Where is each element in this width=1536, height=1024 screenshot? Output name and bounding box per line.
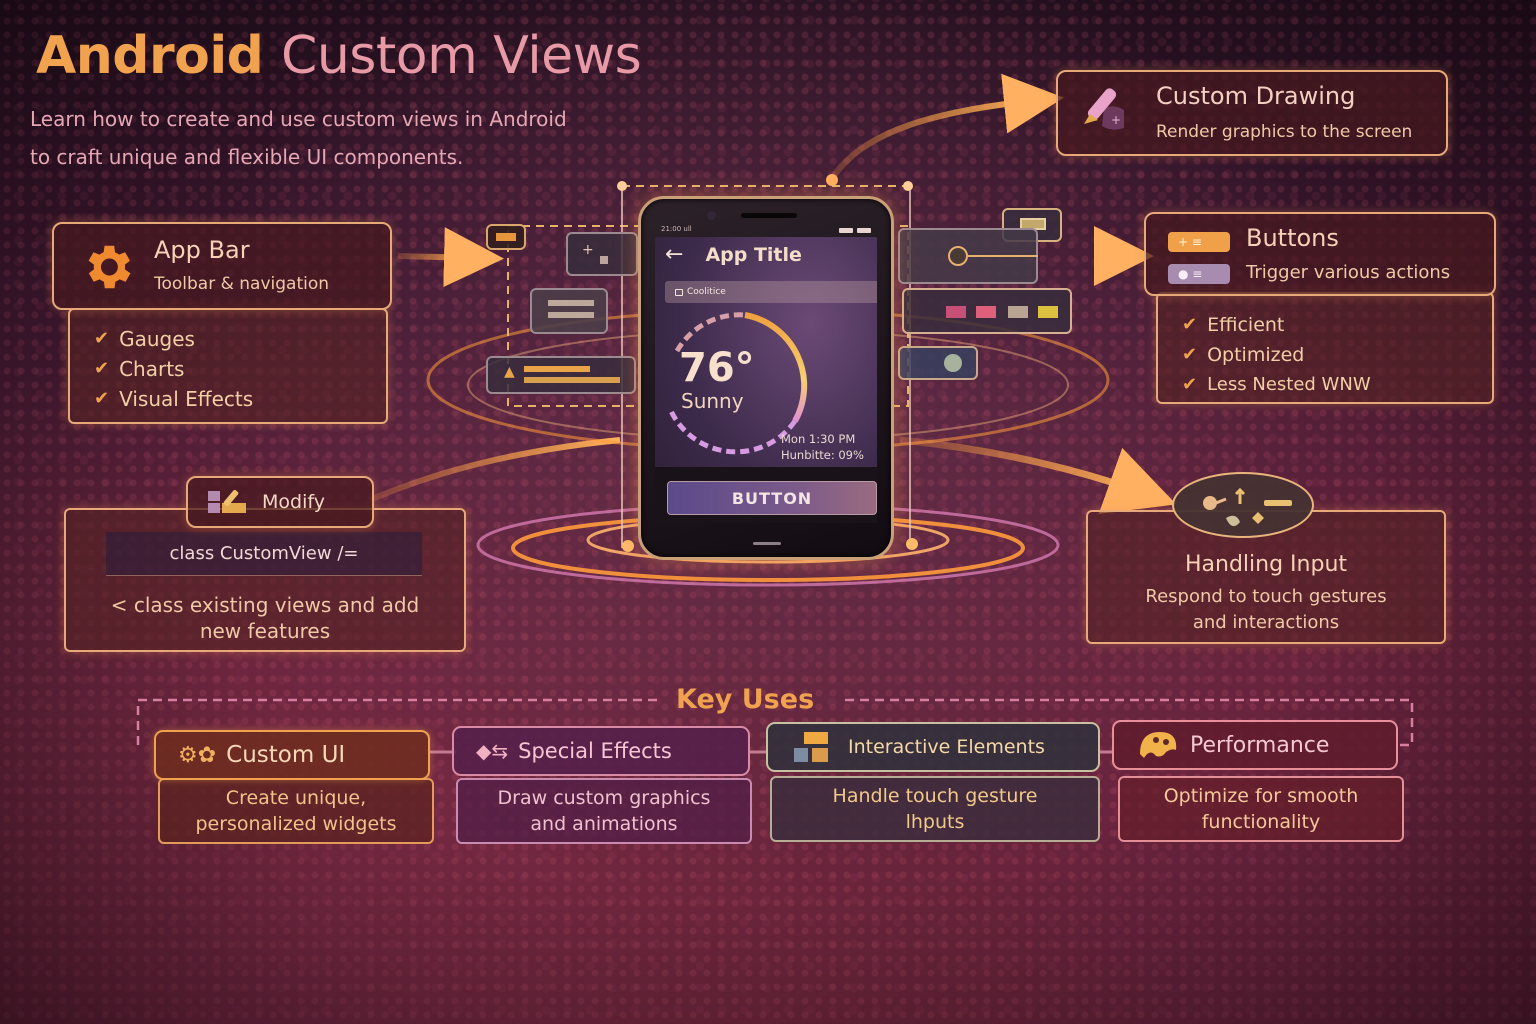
buttons-features-panel: ✔Efficient ✔Optimized ✔Less Nested WNW (1156, 292, 1494, 404)
custom-drawing-description: Render graphics to the screen (1156, 122, 1413, 142)
app-bar-title: App Bar (154, 236, 250, 264)
swatch-yellow (1038, 306, 1058, 318)
swatch-red (976, 306, 996, 318)
buttons-card: + ≡ ● ≡ Buttons Trigger various actions (1144, 212, 1496, 296)
purple-chip-icon: ● ≡ (1168, 264, 1230, 284)
feature-item: ✔Efficient (1182, 310, 1371, 340)
blocks-icon (794, 732, 828, 762)
custom-drawing-card: + Custom Drawing Render graphics to the … (1056, 70, 1448, 156)
handling-input-description: Respond to touch gestures and interactio… (1145, 586, 1387, 633)
add-widget: + (566, 232, 638, 276)
orange-chip-icon: + ≡ (1168, 232, 1230, 252)
key-use-performance: Performance (1112, 720, 1398, 770)
effects-icon: ◆⇆ (476, 739, 509, 763)
handling-input-card: Handling Input Respond to touch gestures… (1086, 510, 1446, 644)
svg-text:+: + (1111, 113, 1121, 127)
temperature-value: 76° (679, 345, 755, 391)
humidity-text: Hunbitte: 09% (781, 448, 864, 462)
home-indicator (753, 542, 781, 545)
phone-screen: ← App Title Coolitice 76° Sunny Mon 1:30… (655, 237, 877, 523)
palette-icon (1140, 732, 1177, 758)
app-bar-features-list: ✔Gauges ✔Charts ✔Visual Effects (94, 324, 253, 414)
subtitle-line-2: to craft unique and flexible UI componen… (30, 145, 464, 169)
check-icon: ✔ (1182, 314, 1198, 335)
seekbar-widget (898, 228, 1038, 284)
color-swatch-widget (902, 288, 1072, 334)
gear-icon (88, 245, 131, 289)
custom-drawing-title: Custom Drawing (1156, 82, 1356, 110)
page-title: Android Custom Views (36, 26, 642, 86)
gesture-icon (1172, 472, 1314, 538)
modify-card: Modify (186, 476, 374, 528)
phone-speaker (741, 213, 797, 218)
feature-item: ✔Gauges (94, 324, 253, 354)
switch-widget (898, 346, 978, 380)
feature-item: ✔Optimized (1182, 340, 1371, 370)
modify-description: < class existing views and add new featu… (110, 593, 420, 643)
phone-app-bar: ← App Title (655, 237, 877, 273)
status-icons (839, 225, 871, 235)
paint-brush-icon (208, 489, 246, 513)
check-icon: ✔ (1182, 374, 1198, 395)
title-custom-views: Custom Views (281, 26, 642, 86)
handling-input-title: Handling Input (1184, 552, 1348, 577)
phone-app-title: App Title (705, 244, 802, 266)
check-icon: ✔ (94, 328, 110, 349)
buttons-description: Trigger various actions (1246, 262, 1451, 283)
pencil-icon: + (1084, 88, 1124, 130)
phone-primary-button[interactable]: BUTTON (667, 481, 877, 515)
code-snippet: class CustomView /= (106, 532, 422, 576)
gears-icon: ⚙✿ (178, 742, 217, 768)
slider-widget: ▲ (486, 356, 636, 394)
key-use-body-custom-ui: Create unique,personalized widgets (158, 778, 434, 844)
key-use-interactive-elements: Interactive Elements (766, 722, 1100, 772)
modify-title: Modify (262, 491, 325, 513)
temperature-gauge (668, 312, 808, 455)
search-box-icon (675, 288, 683, 296)
key-use-special-effects: ◆⇆ Special Effects (452, 726, 750, 776)
app-bar-description: Toolbar & navigation (154, 274, 330, 294)
check-icon: ✔ (94, 388, 110, 409)
weather-condition: Sunny (681, 389, 744, 413)
page-subtitle: Learn how to create and use custom views… (30, 100, 710, 176)
feature-item: ✔Less Nested WNW (1182, 370, 1371, 400)
back-arrow-icon[interactable]: ← (665, 242, 684, 267)
feature-item: ✔Charts (94, 354, 253, 384)
phone-search-bar[interactable]: Coolitice (665, 281, 877, 303)
camera-dot (707, 211, 716, 220)
subtitle-line-1: Learn how to create and use custom views… (30, 107, 567, 131)
title-android: Android (36, 26, 264, 86)
swatch-gray (1008, 306, 1028, 318)
key-use-custom-ui: ⚙✿ Custom UI (154, 730, 430, 780)
phone-mockup: 21:00 ull ← App Title Coolitice 76° Sunn (638, 196, 894, 560)
swatch-pink (946, 306, 966, 318)
key-uses-title: Key Uses (676, 684, 815, 715)
mini-toggle-widget (486, 224, 526, 250)
up-arrow-icon: ▲ (504, 364, 515, 380)
weather-meta: Mon 1:30 PM Hunbitte: 09% (781, 431, 864, 463)
grid-widget (530, 288, 608, 334)
datetime-text: Mon 1:30 PM (781, 432, 856, 446)
status-bar: 21:00 ull (661, 225, 871, 235)
modify-panel: class CustomView /= < class existing vie… (64, 508, 466, 652)
check-icon: ✔ (1182, 344, 1198, 365)
feature-item: ✔Visual Effects (94, 384, 253, 414)
buttons-features-list: ✔Efficient ✔Optimized ✔Less Nested WNW (1182, 310, 1371, 400)
app-bar-features-panel: ✔Gauges ✔Charts ✔Visual Effects (68, 308, 388, 424)
app-bar-card: App Bar Toolbar & navigation (52, 222, 392, 310)
buttons-title: Buttons (1246, 224, 1339, 252)
check-icon: ✔ (94, 358, 110, 379)
